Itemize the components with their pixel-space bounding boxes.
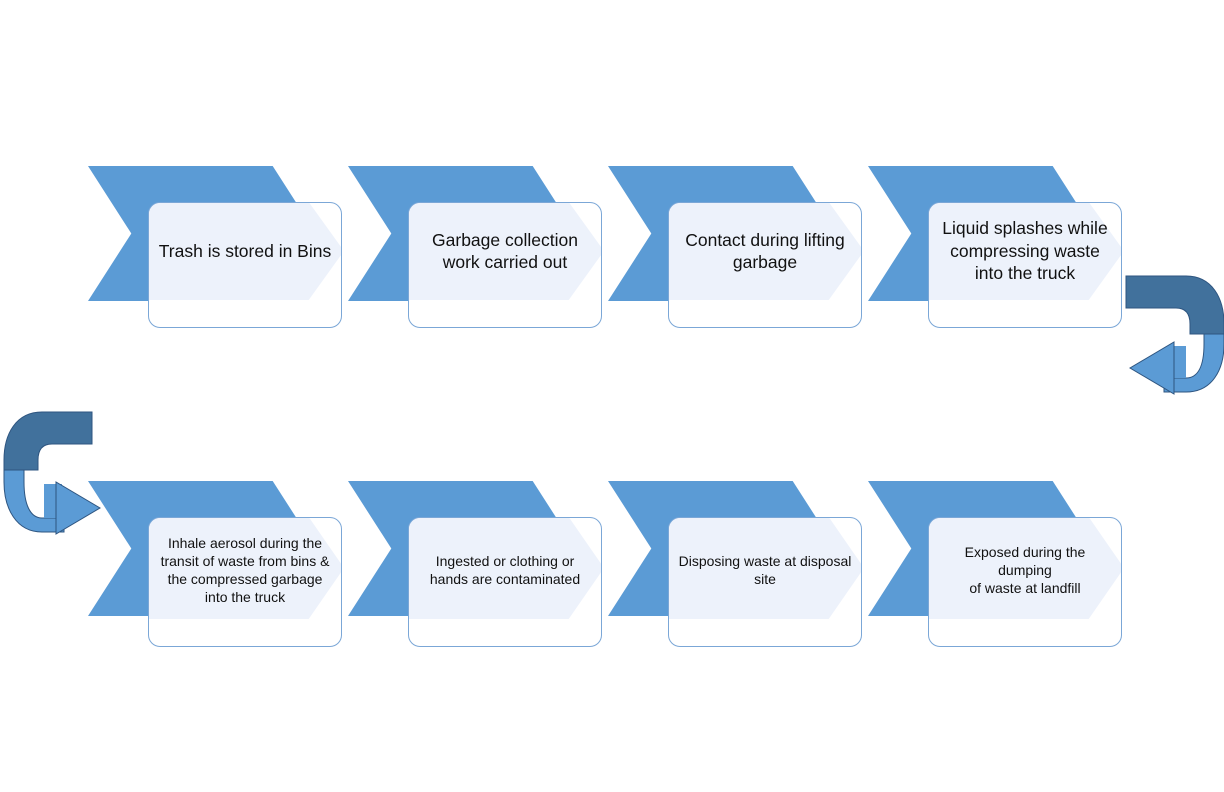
process-step-8[interactable]: Exposed during the dumping of waste at l… [868, 481, 1122, 656]
step-label-8: Exposed during the dumping of waste at l… [964, 544, 1086, 596]
step-card-6[interactable]: Ingested or clothing or hands are contam… [408, 517, 602, 647]
arrow-upper-sweep [3, 411, 93, 471]
process-step-7[interactable]: Disposing waste at disposal site [608, 481, 862, 656]
card-ghost-chevron-7 [669, 518, 861, 619]
step-label-6: Ingested or clothing or hands are contam… [429, 553, 581, 587]
step-label-4: Liquid splashes while compressing waste … [942, 218, 1108, 284]
card-ghost-chevron-1 [149, 203, 341, 300]
process-step-2[interactable]: Garbage collection work carried out [348, 166, 602, 341]
left-uturn-arrow [0, 408, 104, 540]
process-step-4[interactable]: Liquid splashes while compressing waste … [868, 166, 1122, 341]
step-card-4[interactable]: Liquid splashes while compressing waste … [928, 202, 1122, 328]
arrow-upper-sweep [1125, 275, 1224, 335]
process-step-1[interactable]: Trash is stored in Bins [88, 166, 342, 341]
step-card-7[interactable]: Disposing waste at disposal site [668, 517, 862, 647]
step-card-8[interactable]: Exposed during the dumping of waste at l… [928, 517, 1122, 647]
right-uturn-arrow [1124, 272, 1224, 396]
card-ghost-chevron-4 [929, 203, 1121, 300]
step-label-5: Inhale aerosol during the transit of was… [160, 535, 330, 605]
step-label-2: Garbage collection work carried out [432, 229, 578, 272]
process-step-3[interactable]: Contact during lifting garbage [608, 166, 862, 341]
step-card-5[interactable]: Inhale aerosol during the transit of was… [148, 517, 342, 647]
arrow-head-right-icon [55, 481, 101, 535]
card-ghost-chevron-6 [409, 518, 601, 619]
arrow-head-left-icon [1129, 341, 1175, 395]
step-label-3: Contact during lifting garbage [685, 229, 845, 272]
card-ghost-chevron-2 [409, 203, 601, 300]
card-ghost-chevron-3 [669, 203, 861, 300]
step-card-1[interactable]: Trash is stored in Bins [148, 202, 342, 328]
card-ghost-chevron-5 [149, 518, 341, 619]
step-card-2[interactable]: Garbage collection work carried out [408, 202, 602, 328]
step-label-1: Trash is stored in Bins [158, 240, 332, 261]
process-step-6[interactable]: Ingested or clothing or hands are contam… [348, 481, 602, 656]
step-card-3[interactable]: Contact during lifting garbage [668, 202, 862, 328]
step-label-7: Disposing waste at disposal site [678, 553, 852, 587]
card-ghost-chevron-8 [929, 518, 1121, 619]
process-step-5[interactable]: Inhale aerosol during the transit of was… [88, 481, 342, 656]
